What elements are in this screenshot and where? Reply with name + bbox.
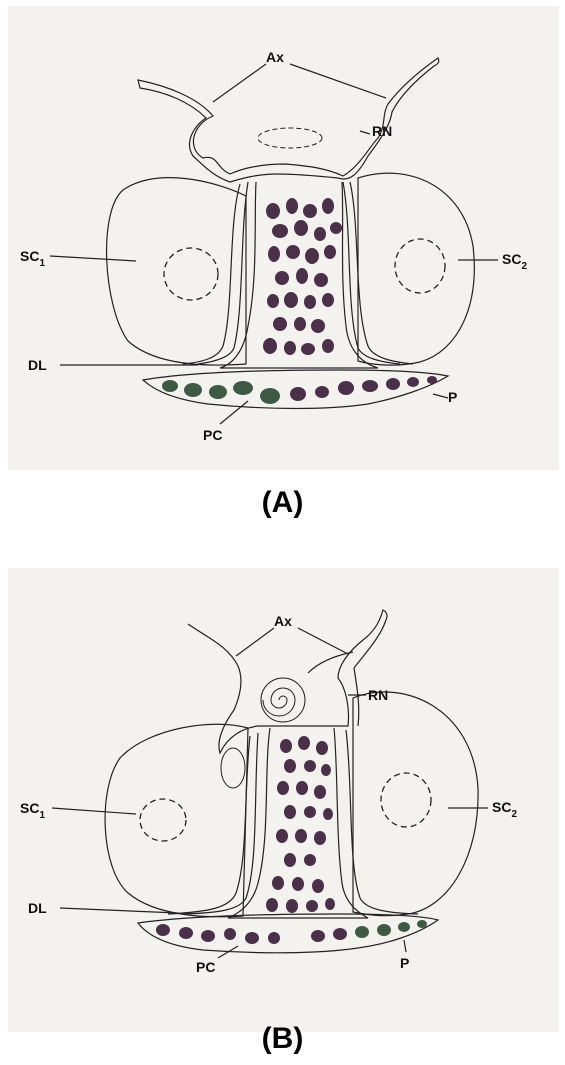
diagram-panel-a: Ax RN SC1 SC2 DL P PC (8, 6, 559, 470)
label-ax: Ax (266, 49, 284, 65)
label-dl: DL (28, 357, 47, 373)
synapse-diagram-a: Ax RN SC1 SC2 DL P PC (8, 6, 559, 470)
label-sc2: SC2 (502, 251, 527, 272)
diagram-panel-b: Ax RN SC1 SC2 DL P PC (8, 568, 559, 1032)
nucleus-sc2 (395, 239, 445, 293)
vesicle-cluster-pc-b (156, 920, 427, 944)
nucleus-sc2 (381, 773, 431, 827)
dl-lamella-right (350, 182, 413, 364)
schwann-cell-1 (105, 724, 248, 917)
synapse-diagram-b: Ax RN SC1 SC2 DL P PC (8, 568, 559, 1032)
nucleus-sc1 (164, 248, 218, 300)
axon-ax-a (138, 58, 439, 182)
axon-ax-b (188, 610, 387, 753)
dl-lamella-right-2 (343, 182, 400, 364)
vesicle-cluster-b (266, 736, 335, 913)
label-pc: PC (203, 427, 222, 443)
panel-b-caption: (B) (0, 1022, 565, 1056)
dl-lamella-left (168, 736, 250, 914)
label-p: P (448, 389, 457, 405)
axon-ax-b-right (308, 652, 353, 673)
dl-lamella-left-2 (198, 182, 248, 364)
panel-a-caption: (A) (0, 486, 565, 520)
label-sc1: SC1 (20, 248, 45, 269)
schwann-cell-2 (358, 173, 474, 365)
label-rn: RN (368, 687, 388, 703)
label-rn: RN (372, 123, 392, 139)
inner-cell-ellipse (221, 748, 245, 788)
nucleus-sc1 (140, 799, 186, 841)
label-p: P (400, 955, 409, 971)
label-sc2: SC2 (492, 799, 517, 820)
rn-inner-ellipse (258, 128, 322, 148)
label-ax: Ax (274, 613, 292, 629)
label-pc: PC (196, 959, 215, 975)
label-sc1: SC1 (20, 800, 45, 821)
rn-spiral (261, 678, 305, 722)
schwann-cell-2 (353, 692, 478, 916)
vesicle-cluster-pc-a (162, 376, 437, 404)
dl-lamella-left (183, 184, 240, 364)
vesicle-cluster-a (263, 198, 342, 355)
label-dl: DL (28, 900, 47, 916)
dl-lamella-right (346, 730, 418, 914)
